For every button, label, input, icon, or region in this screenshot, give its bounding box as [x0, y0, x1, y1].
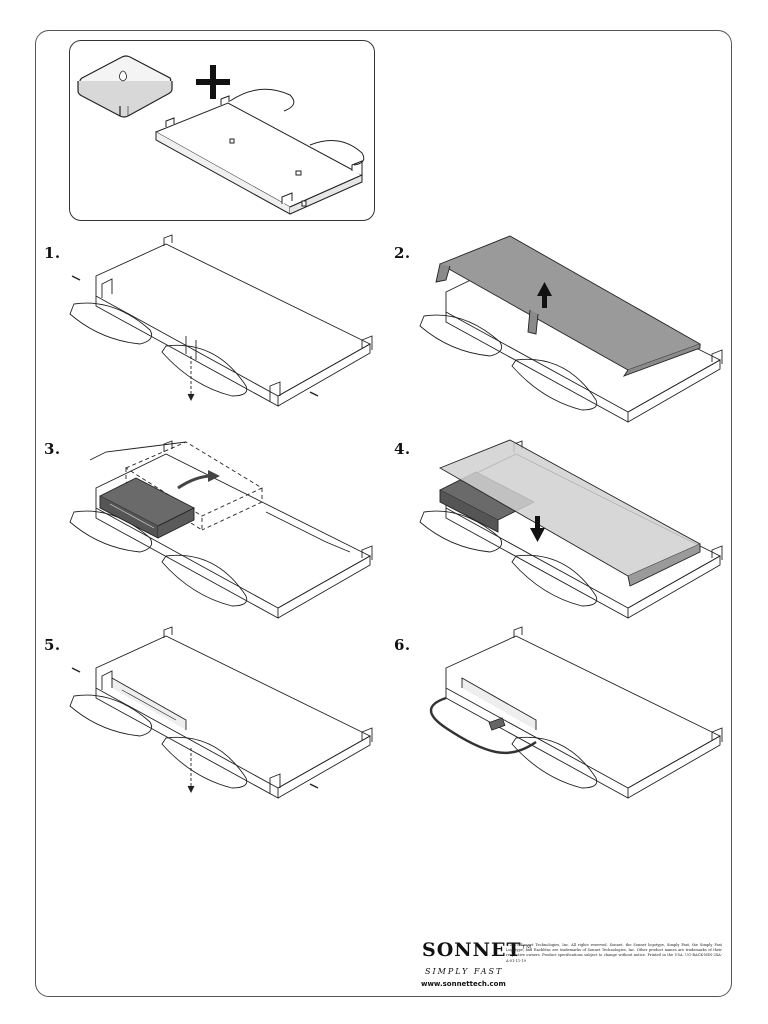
- page-frame: [35, 30, 732, 997]
- tagline: SIMPLY FAST: [425, 967, 504, 976]
- plus-icon: [196, 65, 230, 99]
- logo-text: SONNET: [422, 939, 522, 961]
- parts-overview-panel: [69, 40, 375, 221]
- step-number-1: 1.: [44, 244, 61, 262]
- step-number-5: 5.: [44, 636, 61, 654]
- step-number-6: 6.: [394, 636, 411, 654]
- step-3-illustration: [69, 440, 373, 619]
- sonnet-logo: SONNETTM: [422, 939, 532, 961]
- logo-tm: TM: [521, 944, 533, 951]
- website-link[interactable]: www.sonnettech.com: [421, 980, 506, 988]
- step-6-illustration: [429, 626, 723, 799]
- rack-cover: [438, 439, 702, 587]
- step-2-illustration: [419, 235, 723, 423]
- step-1-illustration: [69, 234, 373, 407]
- rack-enclosure-icon: [154, 88, 365, 215]
- step-number-2: 2.: [394, 244, 411, 262]
- footer: SONNETTM SIMPLY FAST www.sonnettech.com …: [418, 938, 723, 994]
- rack-cover: [435, 235, 702, 377]
- arrow-down-icon: [530, 516, 545, 542]
- step-number-3: 3.: [44, 440, 61, 458]
- cable-icon: [429, 696, 537, 755]
- legal-text: ©2019 Sonnet Technologies, Inc. All righ…: [506, 943, 722, 963]
- arrow-up-icon: [537, 282, 552, 308]
- step-5-illustration: [69, 626, 373, 799]
- curved-arrow-icon: [177, 470, 220, 490]
- parts-overview-illustration: [77, 55, 365, 215]
- step-number-4: 4.: [394, 440, 411, 458]
- connector-icon: [488, 717, 506, 731]
- step-4-illustration: [419, 439, 723, 619]
- mac-mini-icon: [99, 477, 195, 539]
- mac-mini-icon: [77, 55, 173, 118]
